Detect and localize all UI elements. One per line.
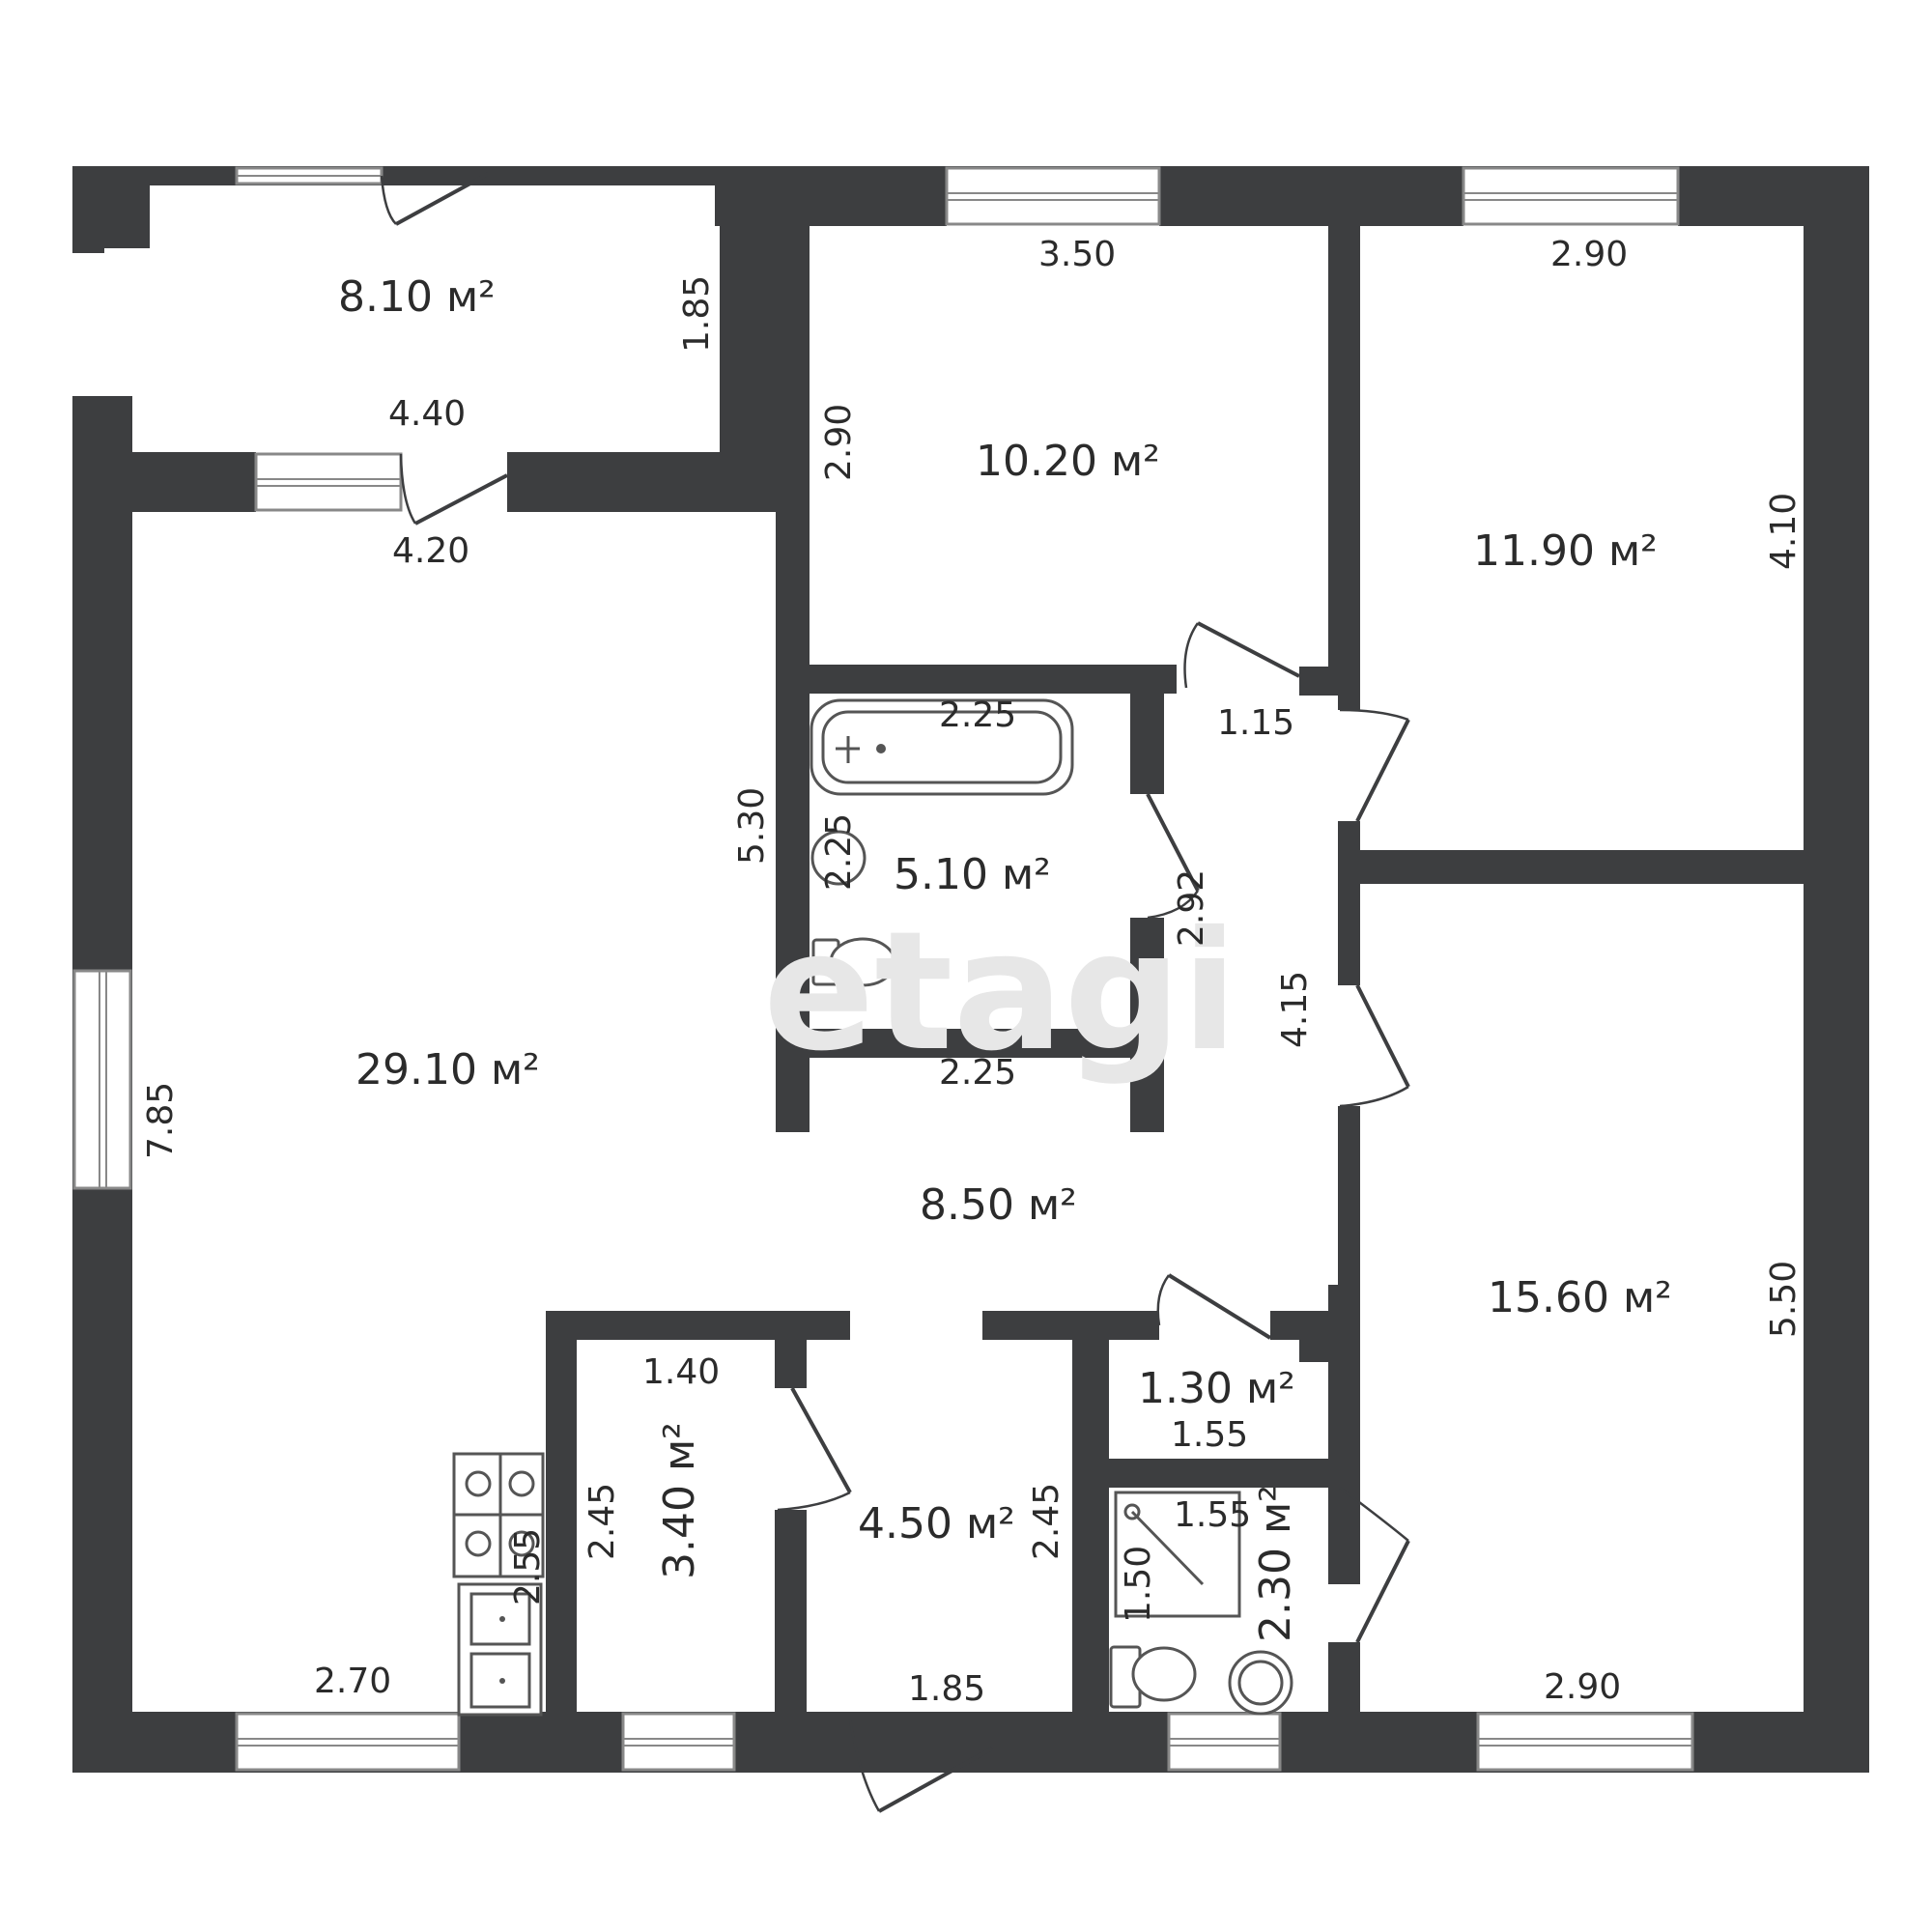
area-wc: 2.30 м²: [1251, 1485, 1300, 1642]
area-bedroom-large: 15.60 м²: [1488, 1273, 1672, 1322]
dim-entry-width: 1.85: [908, 1669, 985, 1709]
door-bedroom-top: [1183, 621, 1300, 689]
dim-living-height: 7.85: [141, 1082, 181, 1159]
dim-wc-height: 1.50: [1119, 1546, 1158, 1623]
window-bedroom-large-bottom: [1476, 1712, 1694, 1772]
dim-wc-width: 1.55: [1174, 1495, 1251, 1535]
dim-bathroom-top-width: 2.25: [939, 696, 1016, 735]
window-wc-bottom: [1167, 1712, 1282, 1772]
area-entry: 4.50 м²: [858, 1499, 1015, 1548]
door-entry: [848, 1719, 993, 1813]
window-balcony-inner: [254, 452, 403, 512]
dim-bedroom-right-width: 2.90: [1550, 235, 1628, 274]
stove-icon: [452, 1452, 545, 1578]
toilet-bathroom-icon: [811, 937, 896, 987]
dim-hall-height: 4.15: [1275, 971, 1315, 1048]
dim-bedroom-top-height: 2.90: [819, 404, 859, 481]
shower-icon: [1114, 1491, 1241, 1618]
door-balcony-inner: [399, 453, 508, 526]
dim-living-width: 4.20: [392, 531, 469, 571]
window-bedroom-top: [945, 166, 1161, 226]
dim-pantry-width: 1.40: [642, 1352, 720, 1392]
dim-bathroom-bottom-width: 2.25: [939, 1053, 1016, 1093]
dim-pantry-height: 2.45: [582, 1483, 622, 1560]
dim-bedroom-large-width: 2.90: [1544, 1667, 1621, 1707]
dimensions: 1.85 4.40 3.50 2.90 2.90 4.10 4.20 5.30 …: [141, 235, 1804, 1709]
door-bathroom: [1146, 793, 1200, 920]
door-bedroom-right: [1339, 708, 1410, 822]
room-areas: 8.10 м² 10.20 м² 11.90 м² 29.10 м² 5.10 …: [338, 272, 1672, 1642]
dim-living-upper-height: 5.30: [732, 787, 772, 865]
bathtub-icon: [810, 698, 1074, 796]
doors: [380, 172, 1410, 1813]
kitchen-sink-icon: [457, 1582, 543, 1717]
window-living-left: [72, 969, 132, 1190]
dim-living-bottom-width: 2.70: [314, 1662, 391, 1701]
door-bedroom-large: [1339, 984, 1410, 1108]
door-balcony-outer: [380, 172, 489, 226]
area-hall: 8.50 м²: [920, 1180, 1077, 1230]
dim-bedroom-right-height: 4.10: [1764, 493, 1804, 570]
door-pantry: [777, 1387, 852, 1512]
area-balcony: 8.10 м²: [338, 272, 496, 322]
windows: [72, 166, 1694, 1772]
dim-bedroom-large-height: 5.50: [1764, 1261, 1804, 1338]
dim-balcony-height: 1.85: [677, 275, 717, 353]
dim-balcony-width: 4.40: [388, 394, 466, 434]
dim-closet-width: 1.55: [1171, 1415, 1248, 1455]
area-closet: 1.30 м²: [1138, 1364, 1295, 1413]
dim-kitchen-height: 2.55: [508, 1528, 548, 1605]
sink-wc-icon: [1228, 1650, 1293, 1716]
fixtures: [452, 698, 1293, 1717]
window-pantry-bottom: [621, 1712, 736, 1772]
door-closet: [1156, 1273, 1272, 1340]
area-pantry: 3.40 м²: [655, 1422, 704, 1579]
sink-bathroom-icon: [810, 830, 867, 886]
dim-bedroom-top-width: 3.50: [1038, 235, 1116, 274]
area-bedroom-top: 10.20 м²: [976, 437, 1160, 486]
watermark-logo: etagi: [763, 896, 1237, 1088]
area-living-kitchen: 29.10 м²: [355, 1045, 540, 1094]
toilet-wc-icon: [1109, 1645, 1197, 1709]
dim-bathroom-height: 2.92: [1172, 869, 1211, 947]
dim-hall-width: 1.15: [1217, 703, 1294, 743]
window-bedroom-right: [1462, 166, 1680, 226]
dim-entry-height: 2.45: [1027, 1483, 1066, 1560]
door-wc: [1339, 1486, 1410, 1643]
area-bathroom: 5.10 м²: [894, 850, 1051, 899]
window-balcony-top: [235, 166, 384, 185]
area-bedroom-right: 11.90 м²: [1473, 526, 1658, 576]
dim-bathroom-side: 2.25: [819, 813, 859, 891]
window-living-bottom: [235, 1712, 461, 1772]
